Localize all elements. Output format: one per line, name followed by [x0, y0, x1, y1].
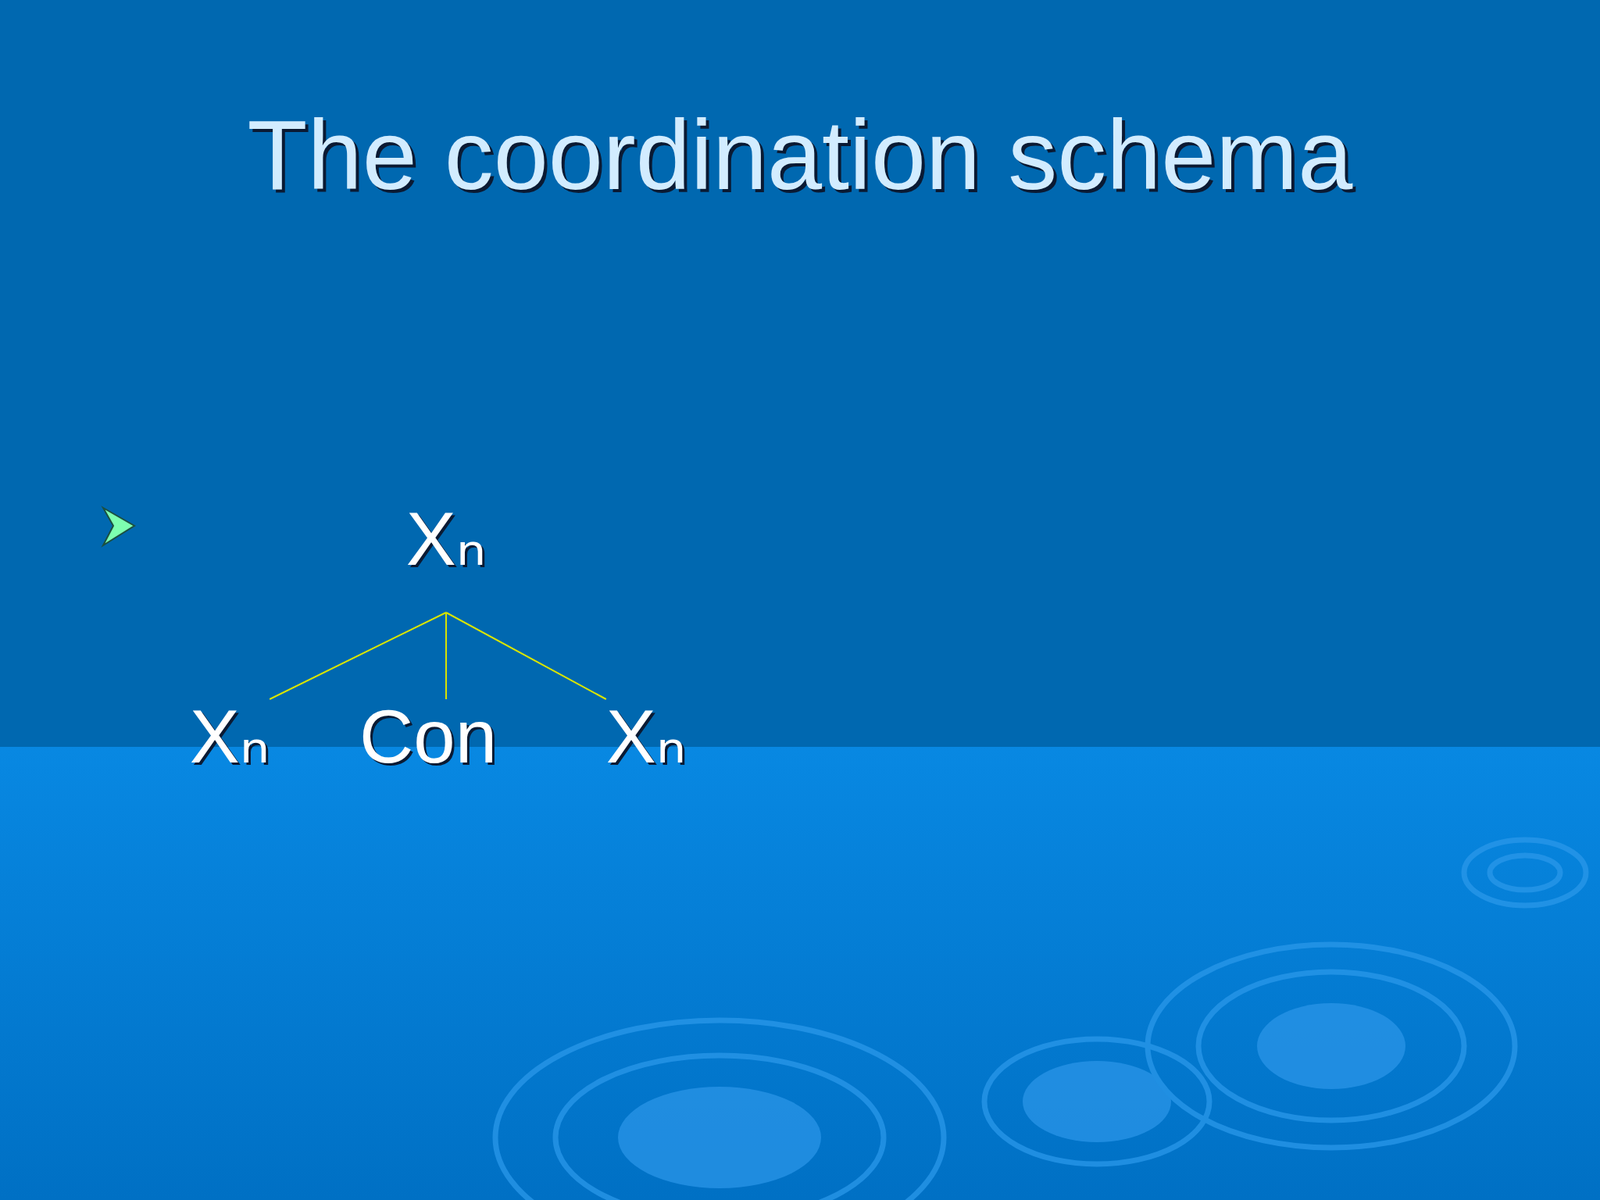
bullet-arrow	[103, 507, 135, 546]
node-label: Xₙ	[189, 699, 270, 775]
upper-ground	[0, 0, 1600, 747]
tree-branch	[269, 612, 447, 700]
node-label: Xₙ	[406, 501, 486, 577]
slide-title: The coordination schema	[0, 101, 1600, 211]
ripples	[495, 839, 1586, 1200]
tree-branch	[445, 612, 447, 700]
tree-node: Con	[354, 699, 502, 775]
lower-ground	[0, 746, 1600, 1200]
node-label: Con	[359, 699, 497, 775]
tree-node: Xₙ	[601, 699, 691, 775]
tree-branch	[446, 612, 607, 700]
tree-node: Xₙ	[401, 501, 491, 613]
node-label: Xₙ	[606, 699, 686, 775]
tree-node: Xₙ	[185, 699, 275, 775]
